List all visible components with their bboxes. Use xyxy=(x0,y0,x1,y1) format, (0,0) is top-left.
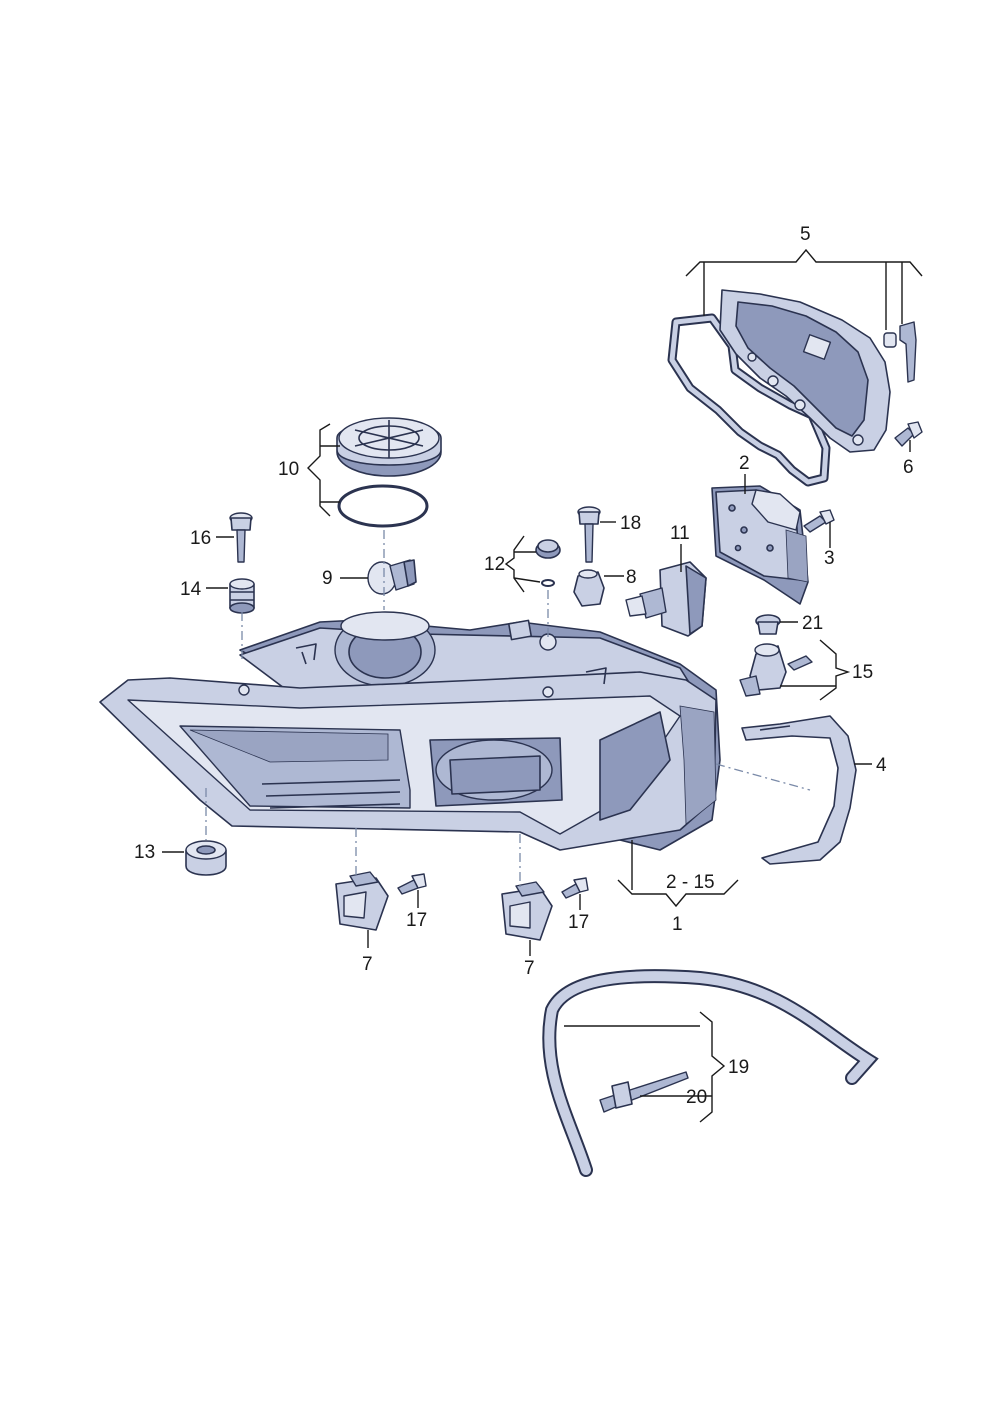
callout-12: 12 xyxy=(484,554,505,575)
callout-13: 13 xyxy=(134,842,155,863)
callout-21: 21 xyxy=(802,613,823,634)
cap-10 xyxy=(336,417,442,477)
callout-14: 14 xyxy=(180,579,202,600)
callout-9: 9 xyxy=(322,568,333,589)
callout-17-left: 17 xyxy=(406,910,427,931)
callout-3: 3 xyxy=(824,548,835,569)
bracket-8 xyxy=(573,569,605,607)
bulb-11 xyxy=(625,561,707,637)
screw-16 xyxy=(229,512,253,563)
callout-7-right: 7 xyxy=(524,958,535,979)
callout-8: 8 xyxy=(626,567,637,588)
callout-20: 20 xyxy=(686,1087,707,1108)
callout-15: 15 xyxy=(852,662,873,683)
callout-17-right: 17 xyxy=(568,912,589,933)
callout-10: 10 xyxy=(278,459,299,480)
callout-4: 4 xyxy=(876,755,887,776)
callout-16: 16 xyxy=(190,528,211,549)
hose-19 xyxy=(542,969,879,1177)
o-ring-10 xyxy=(337,484,429,528)
screw-18 xyxy=(577,506,601,563)
callout-labels: 5 6 2 3 11 21 15 4 2 - 15 1 10 9 16 14 1… xyxy=(134,224,914,1108)
screw-3 xyxy=(803,509,835,533)
seal-strip-4 xyxy=(741,715,857,865)
leader-lines xyxy=(162,248,923,1123)
clip-20 xyxy=(599,1071,689,1113)
callout-19: 19 xyxy=(728,1057,749,1078)
callout-7-left: 7 xyxy=(362,954,373,975)
cover-clip-pins xyxy=(883,321,917,383)
callout-2-15: 2 - 15 xyxy=(666,872,715,893)
callout-18: 18 xyxy=(620,513,641,534)
cap-21 xyxy=(755,614,781,635)
control-unit-2 xyxy=(711,485,809,605)
bracket-7-left xyxy=(335,871,389,931)
bulb-9 xyxy=(367,559,417,595)
callout-1: 1 xyxy=(672,914,683,935)
knob-12 xyxy=(535,539,561,587)
cap-13 xyxy=(185,840,227,876)
assembly-lines xyxy=(205,530,811,888)
callout-2: 2 xyxy=(739,453,750,474)
rear-cover-assembly xyxy=(667,289,891,487)
adjuster-15 xyxy=(739,643,813,697)
headlight-housing-1 xyxy=(99,611,721,851)
screw-17-left xyxy=(397,873,427,895)
callout-6: 6 xyxy=(903,457,914,478)
bush-14 xyxy=(229,578,255,614)
screw-6 xyxy=(894,421,923,447)
bracket-7-right xyxy=(501,881,553,941)
callout-5: 5 xyxy=(800,224,811,245)
screw-17-right xyxy=(561,877,589,899)
callout-11: 11 xyxy=(670,523,690,544)
